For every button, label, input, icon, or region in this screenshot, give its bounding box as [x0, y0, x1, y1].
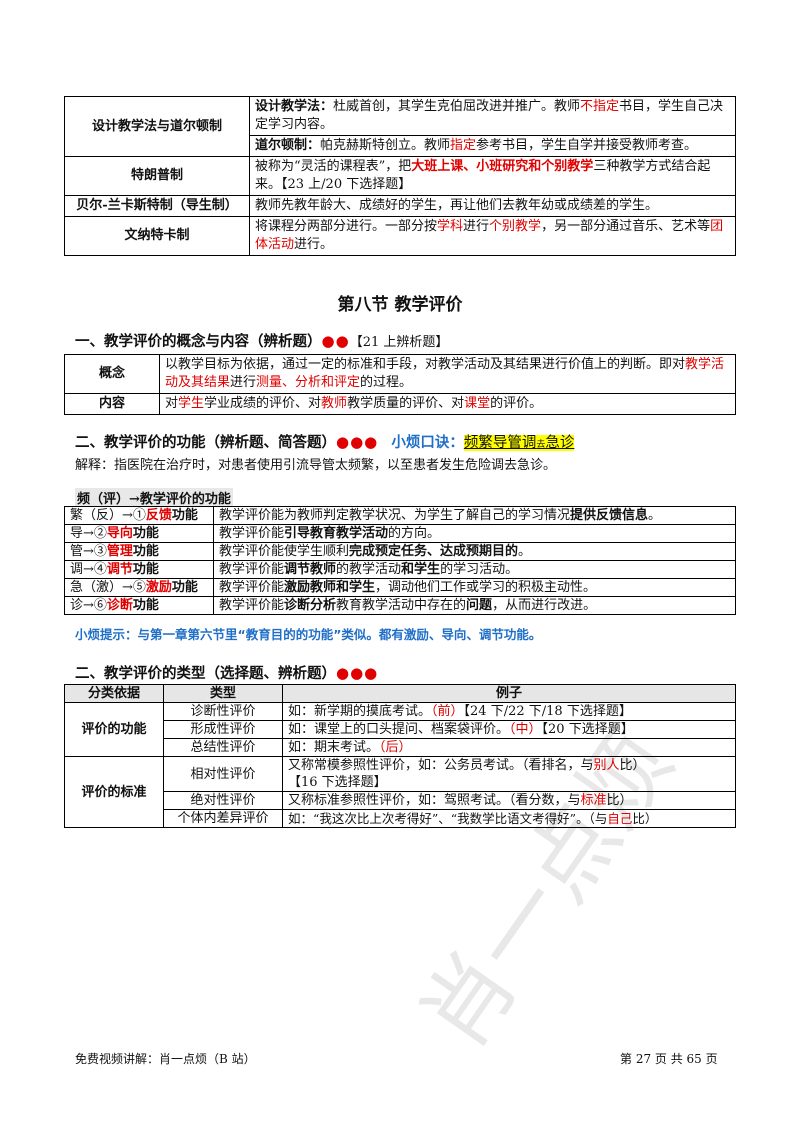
table-row: 管→③管理功能教学评价能使学生顺利完成预定任务、达成预期目的。	[64, 542, 736, 561]
footer-page-number: 第 27 页 共 65 页	[620, 1052, 718, 1066]
types-table: 分类依据 类型 例子 评价的功能 诊断性评价 如：新学期的摸底考试。（前）【24…	[64, 684, 736, 828]
row-label: 概念	[64, 354, 160, 394]
heading-function: 二、教学评价的功能（辨析题、简答题）●●● 小烦口诀：频繁导管调去急诊	[75, 433, 575, 451]
table-row: 贝尔-兰卡斯特制（导生制） 教师先教年龄大、成绩好的学生，再让他们去教年幼或成绩…	[64, 195, 736, 217]
footer-left: 免费视频讲解：肖一点烦（B 站）	[75, 1052, 256, 1066]
type-cell: 形成性评价	[163, 720, 283, 739]
importance-dots: ●●●	[336, 433, 379, 451]
cell-desc: 将课程分两部分进行。一部分按学科进行个别教学，另一部分通过音乐、艺术等团体活动进…	[249, 216, 736, 256]
table-row: 评价的标准 相对性评价 又称常模参照性评价，如：公务员考试。（看排名，与别人比）…	[64, 756, 736, 828]
section-title: 第八节 教学评价	[337, 295, 463, 315]
type-cell: 总结性评价	[163, 738, 283, 757]
table-row: 繁（反）→①反馈功能教学评价能为教师判定教学状况、为学生了解自己的学习情况提供反…	[64, 506, 736, 525]
table-row: 评价的功能 诊断性评价 如：新学期的摸底考试。（前）【24 下/22 下/18 …	[64, 702, 736, 757]
hint-note: 小烦提示：与第一章第六节里“教育目的的功能”类似。都有激励、导向、调节功能。	[75, 627, 542, 642]
col-header: 分类依据	[64, 684, 164, 703]
cell-desc: 被称为“灵活的课程表”，把大班上课、小班研究和个别教学三种教学方式结合起来。【2…	[249, 156, 736, 196]
table-row: 特朗普制 被称为“灵活的课程表”，把大班上课、小班研究和个别教学三种教学方式结合…	[64, 156, 736, 196]
importance-dots: ●●	[321, 332, 350, 350]
table-row: 文纳特卡制 将课程分两部分进行。一部分按学科进行个别教学，另一部分通过音乐、艺术…	[64, 216, 736, 256]
table-row: 总结性评价 如：期末考试。（后）	[65, 738, 736, 757]
table-row: 道尔顿制：帕克赫斯特创立。教师指定参考书目，学生自学并接受教师考查。	[65, 135, 736, 157]
row-label: 内容	[64, 393, 160, 415]
function-key: 急（激）→⑤激励功能	[64, 578, 214, 597]
row-label: 设计教学法与道尔顿制	[64, 96, 250, 157]
table-row: 诊→⑥诊断功能教学评价能诊断分析教育教学活动中存在的问题，从而进行改进。	[64, 596, 736, 615]
function-table: 繁（反）→①反馈功能教学评价能为教师判定教学状况、为学生了解自己的学习情况提供反…	[64, 506, 736, 615]
group-label: 评价的功能	[64, 702, 164, 757]
function-key: 导→②导向功能	[64, 524, 214, 543]
type-cell: 相对性评价	[163, 756, 283, 792]
cell-desc: 教学评价能调节教师的教学活动和学生的学习活动。	[213, 560, 736, 579]
cell-desc: 教学评价能诊断分析教育教学活动中存在的问题，从而进行改进。	[213, 596, 736, 615]
type-cell: 诊断性评价	[163, 702, 283, 721]
row-label: 文纳特卡制	[64, 216, 250, 256]
subheading: 频（评）→教学评价的功能	[75, 488, 233, 507]
mnemonic: 频繁导管调去急诊	[463, 435, 575, 451]
teaching-org-table: 设计教学法与道尔顿制 设计教学法：杜威首创，其学生克伯屈改进并推广。教师不指定书…	[64, 96, 736, 256]
example-cell: 又称常模参照性评价，如：公务员考试。（看排名，与别人比）【16 下选择题】	[282, 756, 736, 792]
example-cell: 如：期末考试。（后）	[282, 738, 736, 757]
table-header: 分类依据 类型 例子	[64, 684, 736, 703]
table-row: 急（激）→⑤激励功能教学评价能激励教师和学生，调动他们工作或学习的积极主动性。	[64, 578, 736, 597]
table-row: 调→④调节功能教学评价能调节教师的教学活动和学生的学习活动。	[64, 560, 736, 579]
function-key: 诊→⑥诊断功能	[64, 596, 214, 615]
explanation: 解释：指医院在治疗时，对患者使用引流导管太频繁，以至患者发生危险调去急诊。	[75, 458, 557, 473]
table-row: 形成性评价 如：课堂上的口头提问、档案袋评价。（中）【20 下选择题】	[65, 720, 736, 739]
cell-desc: 设计教学法：杜威首创，其学生克伯屈改进并推广。教师不指定书目，学生自己决定学习内…	[249, 96, 736, 136]
cell-desc: 对学生学业成绩的评价、对教师教学质量的评价、对课堂的评价。	[159, 393, 736, 415]
example-cell: 如：“我这次比上次考得好”、“我数学比语文考得好”。（与自己比）	[282, 809, 736, 828]
row-label: 贝尔-兰卡斯特制（导生制）	[64, 195, 250, 217]
cell-desc: 道尔顿制：帕克赫斯特创立。教师指定参考书目，学生自学并接受教师考查。	[249, 135, 736, 157]
cell-desc: 教学评价能引导教育教学活动的方向。	[213, 524, 736, 543]
concept-table: 概念 以教学目标为依据，通过一定的标准和手段，对教学活动及其结果进行价值上的判断…	[64, 354, 736, 415]
cell-desc: 以教学目标为依据，通过一定的标准和手段，对教学活动及其结果进行价值上的判断。即对…	[159, 354, 736, 394]
table-row: 导→②导向功能教学评价能引导教育教学活动的方向。	[64, 524, 736, 543]
cell-desc: 教师先教年龄大、成绩好的学生，再让他们去教年幼或成绩差的学生。	[249, 195, 736, 217]
function-key: 调→④调节功能	[64, 560, 214, 579]
type-cell: 个体内差异评价	[163, 809, 283, 828]
cell-desc: 教学评价能激励教师和学生，调动他们工作或学习的积极主动性。	[213, 578, 736, 597]
function-key: 管→③管理功能	[64, 542, 214, 561]
table-row: 绝对性评价 又称标准参照性评价，如：驾照考试。（看分数，与标准比）	[65, 791, 736, 810]
table-row: 个体内差异评价 如：“我这次比上次考得好”、“我数学比语文考得好”。（与自己比）	[65, 809, 736, 828]
heading-types: 二、教学评价的类型（选择题、辨析题）●●●	[75, 664, 379, 682]
table-row: 内容 对学生学业成绩的评价、对教师教学质量的评价、对课堂的评价。	[64, 393, 736, 415]
type-cell: 绝对性评价	[163, 791, 283, 810]
col-header: 例子	[282, 684, 736, 703]
col-header: 类型	[163, 684, 283, 703]
function-key: 繁（反）→①反馈功能	[64, 506, 214, 525]
example-cell: 又称标准参照性评价，如：驾照考试。（看分数，与标准比）	[282, 791, 736, 810]
example-cell: 如：新学期的摸底考试。（前）【24 下/22 下/18 下选择题】	[282, 702, 736, 721]
group-label: 评价的标准	[64, 756, 164, 828]
heading-concept: 一、教学评价的概念与内容（辨析题）●●【21 上辨析题】	[75, 332, 449, 350]
cell-desc: 教学评价能为教师判定教学状况、为学生了解自己的学习情况提供反馈信息。	[213, 506, 736, 525]
importance-dots: ●●●	[336, 664, 379, 682]
table-row: 设计教学法与道尔顿制 设计教学法：杜威首创，其学生克伯屈改进并推广。教师不指定书…	[64, 96, 736, 157]
row-label: 特朗普制	[64, 156, 250, 196]
cell-desc: 教学评价能使学生顺利完成预定任务、达成预期目的。	[213, 542, 736, 561]
table-row: 概念 以教学目标为依据，通过一定的标准和手段，对教学活动及其结果进行价值上的判断…	[64, 354, 736, 394]
example-cell: 如：课堂上的口头提问、档案袋评价。（中）【20 下选择题】	[282, 720, 736, 739]
